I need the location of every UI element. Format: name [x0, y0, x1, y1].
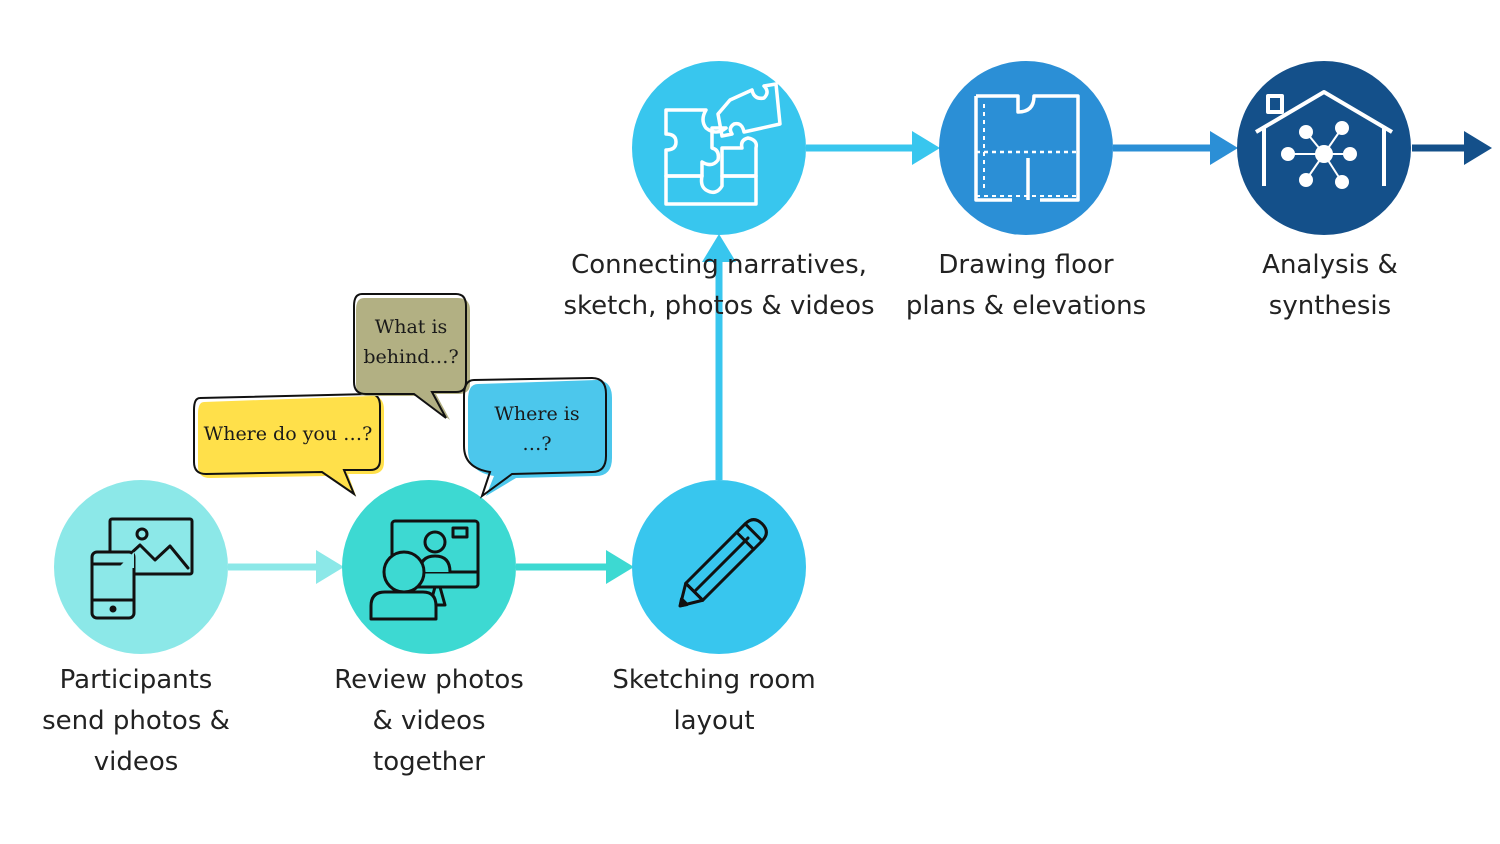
video-call-icon — [369, 519, 480, 621]
step-circle-drawing — [939, 61, 1113, 235]
house-network-icon — [1254, 90, 1394, 189]
arrow-drawing-to-analysis — [1113, 131, 1238, 165]
arrow-participants-to-review — [228, 550, 344, 584]
bubble-line: behind…? — [363, 346, 459, 368]
label-line: Participants — [59, 665, 213, 695]
arrow-connecting-to-drawing — [806, 131, 940, 165]
speech-bubble-where-do-you — [193, 392, 384, 497]
speech-bubble-where-is — [463, 376, 612, 499]
label-line: layout — [673, 706, 755, 736]
label-line: synthesis — [1268, 291, 1392, 321]
bubble-text-where-do-you: Where do you …? — [194, 419, 382, 449]
phone-photo-icon — [90, 517, 194, 620]
arrow-review-to-sketching — [516, 550, 634, 584]
step-label-drawing: Drawing floor plans & elevations — [886, 245, 1166, 327]
label-line: Analysis & — [1262, 250, 1398, 280]
bubble-line: What is — [374, 316, 448, 338]
bubble-text-what-is-behind: What is behind…? — [352, 312, 470, 372]
puzzle-icon — [664, 82, 782, 206]
label-line: & videos — [372, 706, 486, 736]
label-line: plans & elevations — [905, 291, 1147, 321]
arrow-sketching-to-connecting — [702, 234, 736, 480]
bubble-line: …? — [522, 433, 552, 455]
step-label-sketching: Sketching room layout — [584, 660, 844, 742]
step-label-review: Review photos & videos together — [309, 660, 549, 783]
label-line: send photos & — [42, 706, 230, 736]
label-line: Connecting narratives, — [571, 250, 867, 280]
step-label-analysis: Analysis & synthesis — [1220, 245, 1440, 327]
label-line: videos — [93, 747, 179, 777]
floor-plan-icon — [974, 94, 1080, 202]
label-line: together — [373, 747, 485, 777]
bubble-text-where-is: Where is …? — [466, 399, 608, 459]
label-line: sketch, photos & videos — [563, 291, 875, 321]
label-line: Drawing floor — [938, 250, 1114, 280]
pencil-icon — [678, 518, 768, 608]
step-label-participants: Participants send photos & videos — [16, 660, 256, 783]
arrow-analysis-out — [1412, 131, 1492, 165]
step-circle-connecting — [632, 61, 806, 235]
bubble-line: Where is — [494, 403, 580, 425]
bubble-line: Where do you …? — [203, 423, 373, 445]
step-label-connecting: Connecting narratives, sketch, photos & … — [549, 245, 889, 327]
label-line: Sketching room — [612, 665, 816, 695]
speech-bubble-what-is-behind — [353, 293, 470, 420]
label-line: Review photos — [334, 665, 524, 695]
